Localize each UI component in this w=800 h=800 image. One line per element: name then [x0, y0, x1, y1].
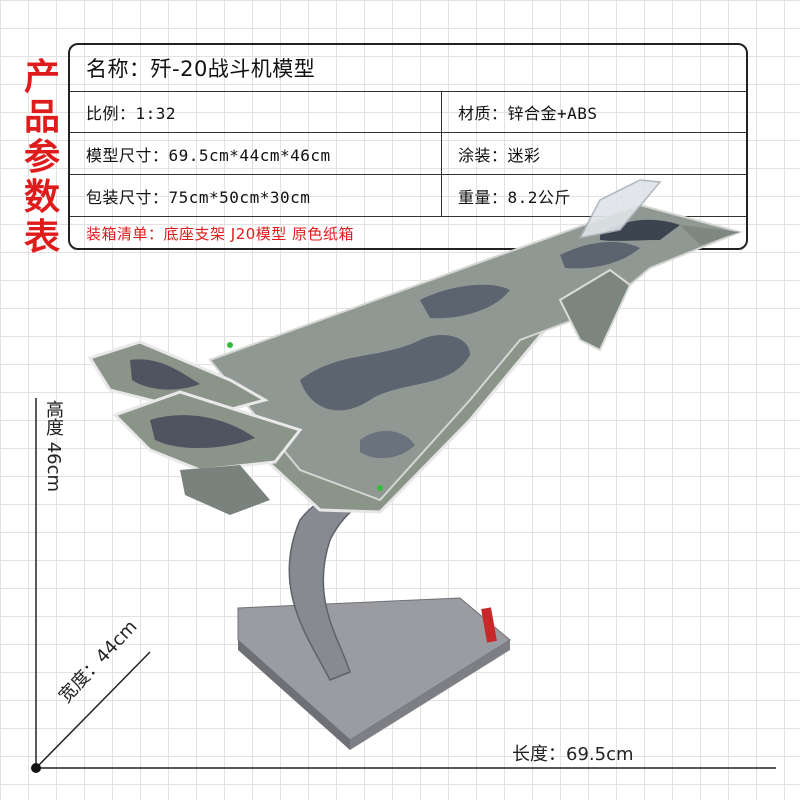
packing-list-value: 装箱清单：底座支架 J20模型 原色纸箱: [86, 225, 355, 243]
spec-row-name: 名称：歼-20战斗机模型: [70, 45, 746, 92]
display-stand: [237, 479, 511, 750]
paint-value: 涂装：迷彩: [441, 133, 746, 174]
stand-logo-badge: [481, 607, 497, 643]
width-dimension-line: [35, 651, 151, 769]
scale-value: 比例：1:32: [86, 104, 177, 123]
spec-row-packing: 装箱清单：底座支架 J20模型 原色纸箱: [70, 217, 746, 250]
material-value: 材质：锌合金+ABS: [441, 92, 746, 132]
spec-row-package: 包装尺寸：75cm*50cm*30cm 重量：8.2公斤: [70, 175, 746, 217]
height-dimension-label: 高度 46cm: [43, 400, 64, 493]
j20-aircraft-model: [87, 179, 744, 515]
open-canopy: [578, 179, 662, 240]
spec-row-scale: 比例：1:32 材质：锌合金+ABS: [70, 92, 746, 133]
product-params-title: 产品参数表: [23, 57, 60, 258]
origin-dot: [31, 763, 41, 773]
spec-table: 名称：歼-20战斗机模型 比例：1:32 材质：锌合金+ABS 模型尺寸：69.…: [68, 43, 748, 250]
dimension-lines: [31, 398, 776, 773]
spec-row-size: 模型尺寸：69.5cm*44cm*46cm 涂装：迷彩: [70, 133, 746, 175]
model-name: 名称：歼-20战斗机模型: [86, 57, 316, 81]
model-size-value: 模型尺寸：69.5cm*44cm*46cm: [86, 145, 331, 165]
length-dimension-label: 长度：69.5cm: [512, 744, 634, 765]
weight-value: 重量：8.2公斤: [441, 175, 746, 216]
package-size-value: 包装尺寸：75cm*50cm*30cm: [86, 187, 311, 207]
